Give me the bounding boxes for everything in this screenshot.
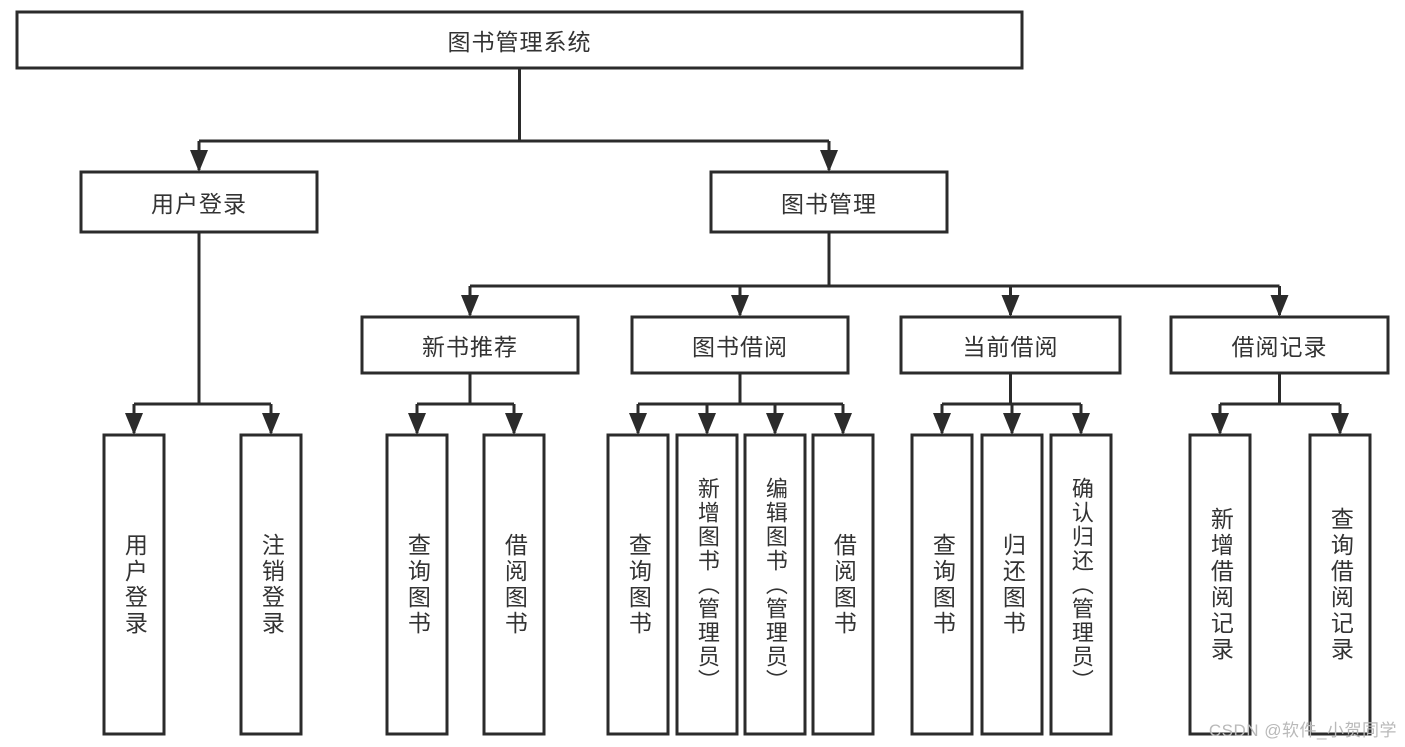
node-box-book-borrow[interactable] [630,315,850,375]
node-box-leaf-borrow-book-rec[interactable] [482,433,546,736]
node-box-current-borrow[interactable] [899,315,1122,375]
node-box-leaf-confirm-return[interactable] [1049,433,1113,736]
node-box-leaf-return-book[interactable] [980,433,1044,736]
node-box-leaf-add-book[interactable] [675,433,739,736]
node-box-leaf-query-book-borrow[interactable] [606,433,670,736]
node-box-leaf-user-login[interactable] [102,433,166,736]
node-box-new-book-rec[interactable] [360,315,580,375]
node-box-book-manage[interactable] [709,170,949,234]
node-box-leaf-query-record[interactable] [1308,433,1372,736]
node-box-leaf-add-record[interactable] [1188,433,1252,736]
edge-layer [125,68,1349,435]
node-box-leaf-user-logout[interactable] [239,433,303,736]
node-box-leaf-query-book-rec[interactable] [385,433,449,736]
node-box-leaf-query-book-cur[interactable] [910,433,974,736]
node-box-borrow-record[interactable] [1169,315,1390,375]
node-box-root[interactable] [15,10,1024,70]
node-layer [15,10,1390,736]
node-box-leaf-borrow-book[interactable] [811,433,875,736]
node-box-leaf-edit-book[interactable] [743,433,807,736]
node-box-user-login[interactable] [79,170,319,234]
